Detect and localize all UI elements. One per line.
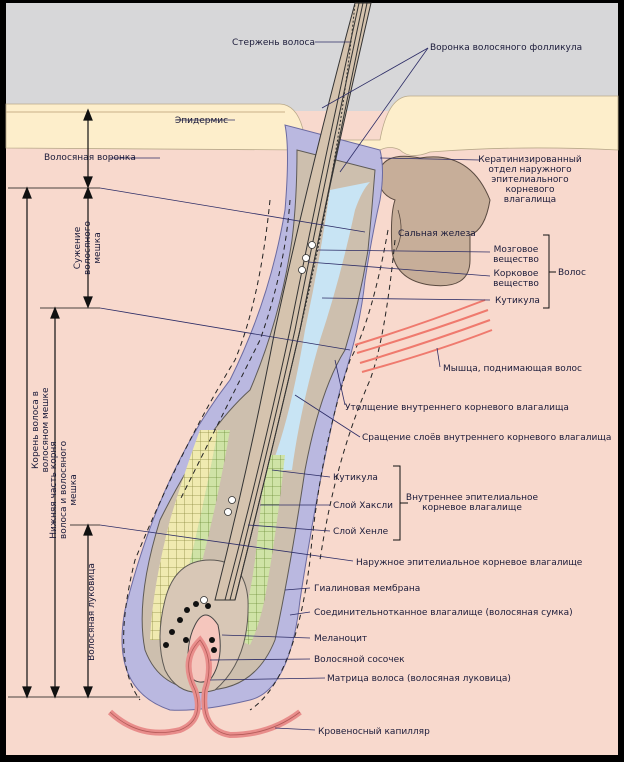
label-hyaline: Гиалиновая мембрана — [314, 584, 420, 594]
label-cuticle-hair: Кутикула — [495, 296, 540, 306]
svg-text:Внутреннее эпителиальное: Внутреннее эпителиальное — [406, 493, 539, 503]
svg-text:волосяном мешке: волосяном мешке — [41, 387, 51, 472]
hair-shaft-strands — [224, 2, 368, 601]
label-hair-group: Волос — [558, 268, 586, 278]
label-narrowing: Сужение волосяного мешка — [73, 220, 103, 275]
svg-text:Корень волоса в: Корень волоса в — [31, 391, 41, 469]
svg-text:корневое влагалище: корневое влагалище — [422, 503, 522, 513]
dimension-ticks — [8, 187, 140, 698]
label-irs-group: Внутреннее эпителиальное корневое влагал… — [406, 493, 539, 513]
label-shaft: Стержень волоса — [232, 38, 315, 48]
label-keratinized: Кератинизированный отдел наружного эпите… — [478, 155, 582, 205]
svg-text:влагалища: влагалища — [504, 195, 556, 205]
svg-text:вещество: вещество — [493, 279, 539, 289]
svg-text:Кератинизированный: Кератинизированный — [478, 155, 582, 165]
inner-root-sheath — [270, 182, 370, 470]
label-irs-cuticle: Кутикула — [333, 473, 378, 483]
svg-text:мешка: мешка — [69, 474, 79, 506]
svg-text:Мозговое: Мозговое — [494, 245, 539, 255]
label-root-in-sac: Корень волоса в волосяном мешке — [31, 387, 51, 472]
svg-text:волосяного: волосяного — [83, 220, 93, 275]
dimension-arrows — [22, 108, 93, 699]
sebaceous-lobule-line — [395, 209, 402, 251]
label-henle: Слой Хенле — [333, 527, 389, 537]
svg-text:эпителиального: эпителиального — [491, 175, 569, 185]
svg-text:Корковое: Корковое — [494, 269, 539, 279]
label-papilla: Волосяной сосочек — [314, 655, 405, 665]
leader-lines — [99, 41, 491, 731]
air-background — [6, 3, 618, 111]
svg-text:вещество: вещество — [493, 255, 539, 265]
label-epidermis: Эпидермис — [175, 116, 228, 126]
svg-text:мешка: мешка — [93, 232, 103, 264]
brackets — [393, 234, 556, 541]
label-capillary: Кровеносный капилляр — [318, 727, 430, 737]
huxley-layer-right — [238, 455, 285, 645]
label-matrix: Матрица волоса (волосяная луковица) — [327, 674, 511, 684]
label-fusion: Сращение слоёв внутреннего корневого вла… — [362, 433, 611, 443]
label-huxley: Слой Хаксли — [333, 501, 393, 511]
svg-text:Нижняя часть корня: Нижняя часть корня — [49, 441, 59, 538]
label-melanocyte: Меланоцит — [314, 634, 367, 644]
svg-text:отдел наружного: отдел наружного — [488, 165, 572, 175]
medulla-cells — [200, 241, 316, 604]
label-ors: Наружное эпителиальное корневое влагалищ… — [356, 558, 583, 568]
label-lower-part: Нижняя часть корня волоса и волосяного м… — [49, 440, 79, 539]
svg-text:Сужение: Сужение — [73, 226, 83, 269]
label-medulla: Мозговое вещество — [493, 245, 539, 265]
label-thickening: Утолщение внутреннего корневого влагалищ… — [345, 403, 569, 413]
sebaceous-gland — [377, 155, 491, 287]
label-hair-funnel: Волосяная воронка — [44, 153, 136, 163]
label-funnel-follicle: Воронка волосяного фолликула — [430, 43, 582, 53]
arrector-pili-muscle — [354, 299, 493, 373]
epidermis-layer — [5, 95, 619, 156]
svg-text:корневого: корневого — [505, 185, 555, 195]
melanocytes — [163, 601, 217, 653]
svg-text:волоса и волосяного: волоса и волосяного — [59, 440, 69, 539]
capillary-outline — [109, 639, 301, 736]
label-muscle: Мышца, поднимающая волос — [443, 364, 582, 374]
label-cortex: Корковое вещество — [493, 269, 539, 289]
label-connective: Соединительнотканное влагалище (волосяна… — [314, 608, 573, 618]
huxley-layer-left — [150, 430, 218, 640]
label-bulb: Волосяная луковица — [87, 563, 97, 661]
label-sebaceous: Сальная железа — [398, 229, 476, 239]
